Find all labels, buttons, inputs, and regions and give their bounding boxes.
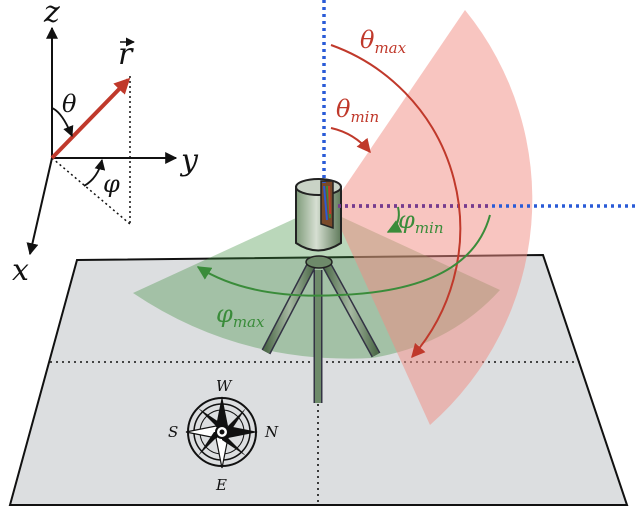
tripod	[261, 255, 381, 403]
phi-max-label: φmax	[216, 300, 265, 331]
compass-east: E	[215, 476, 227, 494]
phi-min-label: φmin	[398, 206, 444, 237]
coordinate-system: z y x r θ φ	[12, 0, 199, 288]
r-vector	[50, 77, 131, 160]
compass-south: S	[168, 423, 178, 441]
detector	[295, 178, 342, 252]
x-axis-label: x	[12, 253, 29, 288]
theta-max-arc	[330, 44, 462, 359]
theta-min-arc	[330, 127, 371, 154]
theta-max-label: θmax	[360, 26, 407, 57]
phi-max-arc	[196, 214, 491, 297]
compass-rose: W E S N	[168, 377, 279, 494]
theta-range-wedge	[331, 10, 533, 425]
y-axis-label: y	[179, 143, 199, 178]
compass-north: N	[264, 423, 279, 441]
phi-min-arc	[386, 206, 403, 233]
z-axis-label: z	[43, 0, 60, 30]
theta-min-label: θmin	[336, 95, 379, 126]
compass-west: W	[216, 377, 233, 395]
phi-label: φ	[103, 170, 120, 198]
theta-label: θ	[62, 90, 77, 118]
